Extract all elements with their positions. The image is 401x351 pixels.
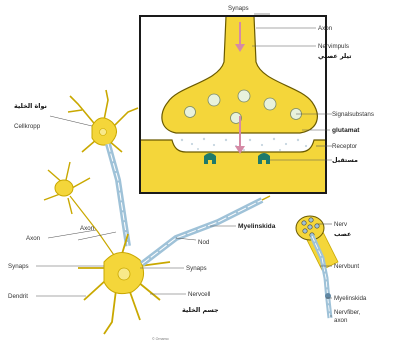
nerve-cross-section: [296, 216, 338, 318]
label-nervcell: Nervcell: [188, 291, 210, 298]
label-axon-inset: Axon: [318, 25, 333, 32]
label-nerv: Nerv: [334, 221, 348, 228]
upper-axon: [108, 144, 128, 246]
credit: © Ornamo: [152, 337, 169, 341]
postsynaptic-membrane: [140, 140, 326, 193]
label-receptor-ar: مستقبل: [332, 156, 358, 164]
small-neuron: [44, 162, 116, 258]
label-nervcell-ar: جسم الخلية: [182, 306, 219, 314]
label-myelinskida: Myelinskida: [238, 223, 276, 230]
label-myelinskida-small: Myelinskida: [334, 295, 367, 302]
label-nod: Nod: [198, 239, 210, 246]
label-dendrit: Dendrit: [8, 293, 28, 300]
upper-neuron: [68, 90, 138, 246]
label-signalsubstans: Signalsubstans: [332, 111, 374, 118]
upper-nucleus: [100, 129, 107, 136]
lower-nucleus: [118, 268, 130, 280]
label-receptor: Receptor: [332, 143, 357, 150]
lower-neuron: [78, 196, 270, 334]
small-cell-body: [55, 180, 73, 196]
label-nervimpuls-ar: تيلر عصبي: [318, 52, 352, 60]
label-axon-mid: Axon: [80, 225, 95, 232]
label-nervbunt: Nervbunt: [334, 263, 359, 270]
label-nervimpuls: Nervimpuls: [318, 43, 349, 50]
label-synaps-top: Synaps: [228, 5, 249, 12]
label-nerv-ar: عصب: [334, 230, 351, 238]
label-nervfiber: Nervfiber,: [334, 309, 361, 316]
label-cellkropp-ar: نواة الخلية: [14, 102, 47, 110]
synapse-inset: [140, 16, 326, 193]
label-cellkropp: Cellkropp: [14, 123, 41, 130]
label-synaps-left: Synaps: [8, 263, 29, 270]
synaptic-cleft: [181, 138, 307, 151]
lower-axon: [142, 200, 262, 264]
label-axon-left: Axon: [26, 235, 41, 242]
label-glutamat: glutamat: [332, 127, 360, 134]
label-nervfiber-axon: axon: [334, 317, 348, 324]
label-synaps-right: Synaps: [186, 265, 207, 272]
